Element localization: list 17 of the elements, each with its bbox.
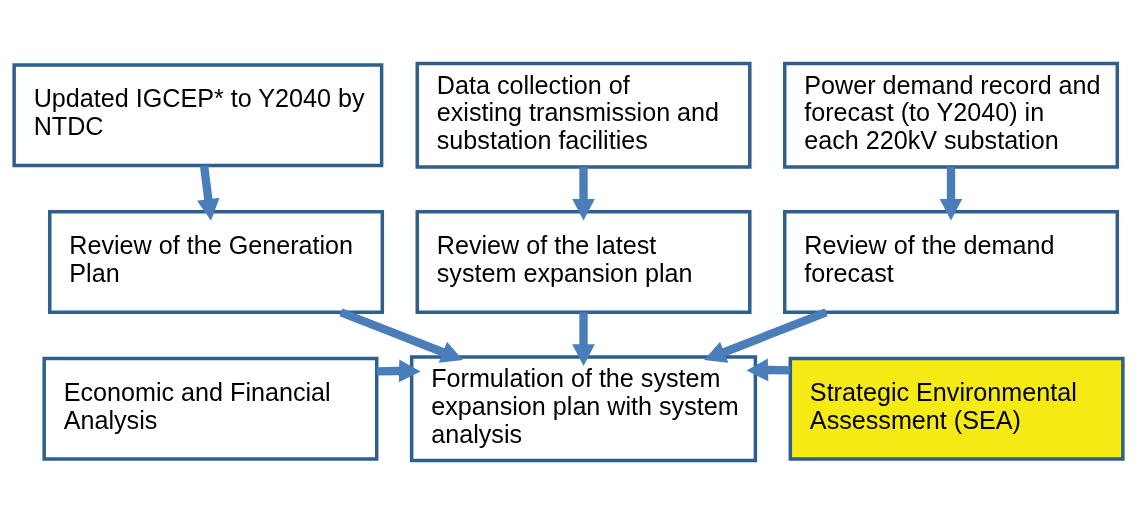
arrow	[572, 166, 595, 220]
arrow	[704, 307, 828, 363]
node-box: Review of the latest system expansion plan	[415, 209, 752, 314]
node-box: Formulation of the system expansion plan with system analysis	[409, 354, 758, 462]
node-box: Strategic Environmental Assessment (SEA)	[788, 356, 1125, 461]
arrow	[746, 358, 791, 381]
arrow	[197, 164, 220, 221]
node-box: Power demand record and forecast (to Y2040) in each 220kV substation	[783, 61, 1119, 169]
arrow	[376, 359, 421, 382]
node-box: Data collection of existing transmission and substation facilities	[415, 61, 752, 169]
arrow	[339, 307, 463, 363]
node-box: Updated IGCEP* to Y2040 by NTDC	[12, 62, 384, 167]
node-box: Economic and Financial Analysis	[42, 356, 379, 461]
node-box: Review of the demand forecast	[783, 209, 1119, 314]
node-box: Review of the Generation Plan	[48, 209, 385, 314]
arrow	[939, 166, 963, 220]
arrow	[572, 312, 595, 366]
